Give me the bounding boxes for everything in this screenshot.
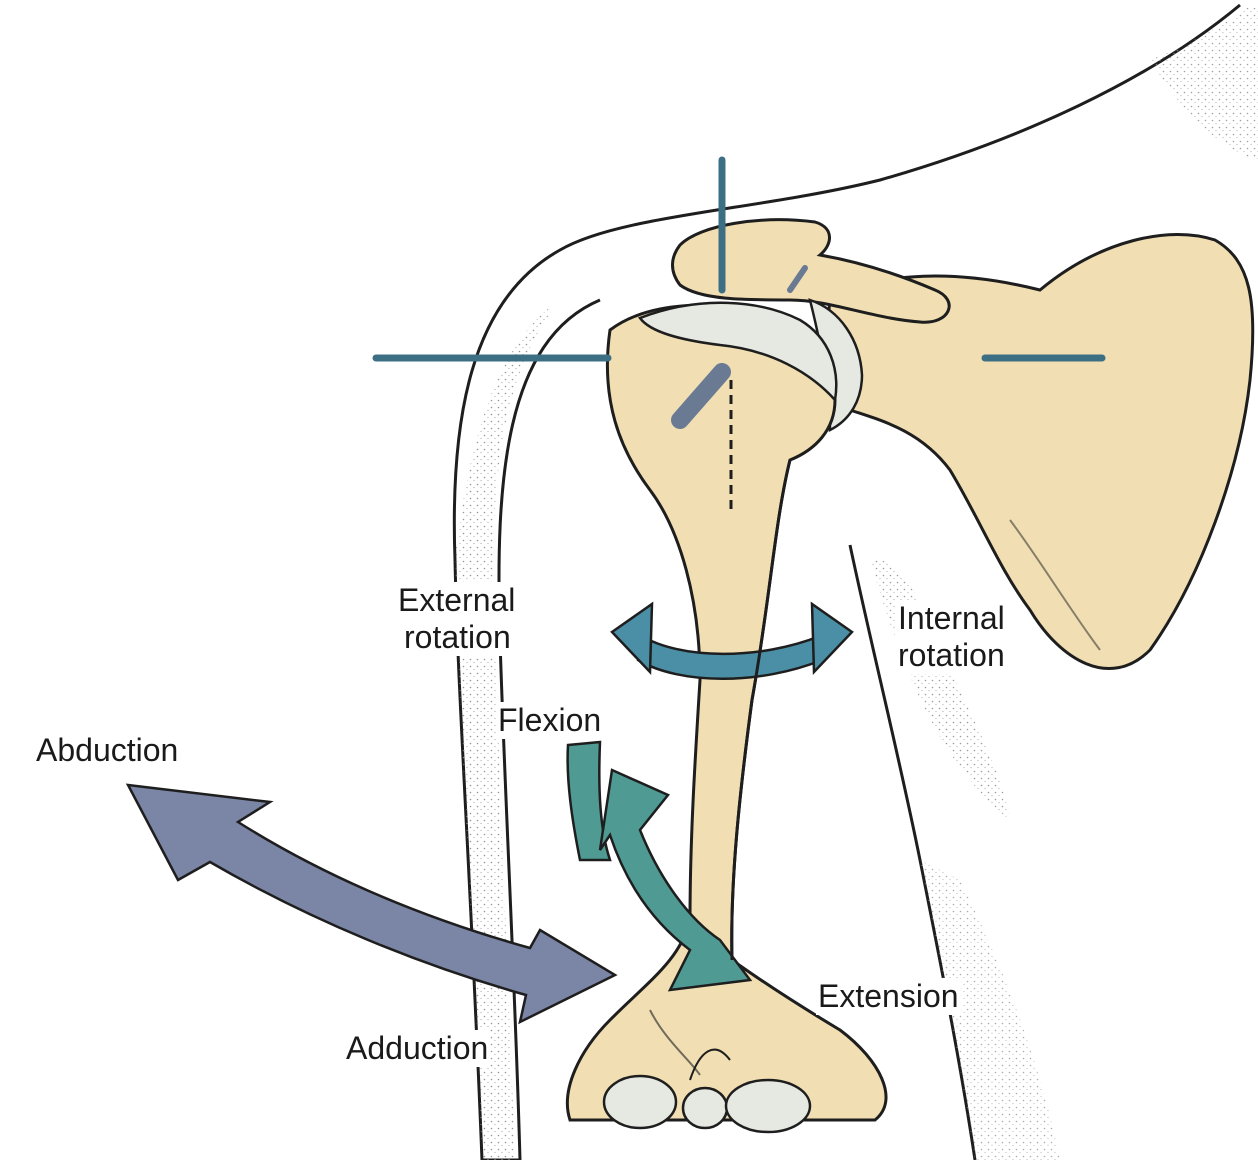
extension-label: Extension bbox=[816, 978, 961, 1015]
internal-rotation-line-2: rotation bbox=[898, 637, 1005, 674]
abduction-label: Abduction bbox=[34, 732, 180, 769]
internal-rotation-line-1: Internal bbox=[898, 600, 1005, 637]
external-rotation-line-2: rotation bbox=[398, 619, 515, 656]
external-rotation-label: External rotation bbox=[396, 582, 517, 656]
adduction-label: Adduction bbox=[344, 1030, 490, 1067]
abduction-adduction-arrow bbox=[128, 785, 615, 1022]
internal-rotation-label: Internal rotation bbox=[896, 600, 1007, 674]
external-rotation-line-1: External bbox=[398, 582, 515, 619]
flexion-label: Flexion bbox=[496, 702, 603, 739]
